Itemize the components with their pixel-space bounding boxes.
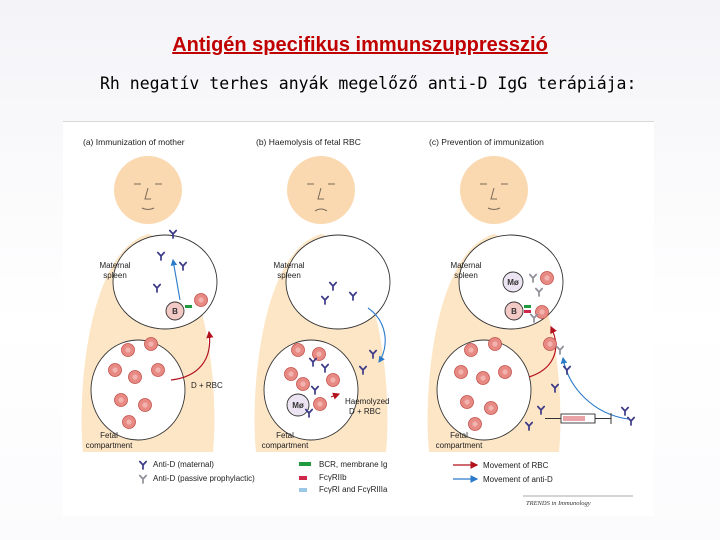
red-blood-cell (468, 417, 482, 431)
panel-a-face (134, 183, 162, 210)
panel-b-spleen-label-line1: Maternal (273, 261, 304, 270)
panel-c-spleen-label-line1: Maternal (450, 261, 481, 270)
panel-b-fetal-compartment (263, 339, 359, 441)
panel-b-head (287, 156, 355, 224)
legend-fcgr1-fcgr3a: FcγRI and FcγRIIIa (319, 485, 388, 494)
red-blood-cell (108, 363, 122, 377)
panel-c-head (460, 156, 528, 224)
legend-anti-d-passive: Anti-D (passive prophylactic) (153, 474, 255, 483)
panel-a-fetal-label-line2: compartment (86, 441, 133, 450)
passive-antibody (626, 416, 636, 426)
panel-b-spleen (285, 234, 391, 330)
bcr-marker (524, 305, 531, 308)
panel-b-heading: (b) Haemolysis of fetal RBC (256, 137, 361, 147)
red-blood-cell (284, 367, 298, 381)
legend-movement-rbc: Movement of RBC (483, 461, 549, 470)
panel-a-heading: (a) Immunization of mother (83, 137, 185, 147)
panel-b-rbc-arrow (330, 392, 341, 400)
panel-c-fetal-compartment (436, 339, 532, 441)
fcgr2b-marker (524, 310, 531, 313)
red-blood-cell (498, 365, 512, 379)
panel-b-flow-label-line1: Haemolyzed (345, 397, 389, 406)
figure-credit: TRENDS in Immunology (526, 500, 591, 507)
slide-title: Antigén specifikus immunszuppresszió (172, 34, 548, 56)
red-blood-cell (540, 271, 554, 285)
panel-b-macrophage-label: Mø (292, 401, 304, 410)
panel-a-head (114, 156, 182, 224)
panel-c: Maternal spleen Fetal compartment Mø B (427, 156, 636, 452)
legend-passive-antibody-icon (138, 474, 148, 484)
red-blood-cell (144, 337, 158, 351)
red-blood-cell (151, 363, 165, 377)
panel-c-b-cell-label: B (511, 307, 517, 316)
panel-b-flow-label-line2: D + RBC (349, 407, 381, 416)
panel-a-b-cell (165, 301, 185, 321)
panel-c-heading: (c) Prevention of immunization (429, 137, 544, 147)
panel-c-spleen-label-line2: spleen (454, 271, 478, 280)
panel-c-macrophage (502, 271, 524, 293)
panel-a: Maternal spleen Fetal compartment B D + … (81, 156, 223, 452)
bcr-marker (185, 305, 192, 308)
figure-canvas: (a) Immunization of mother (b) Haemolysi… (81, 137, 636, 507)
red-blood-cell (312, 347, 326, 361)
red-blood-cell (121, 343, 135, 357)
legend-fcgr1-swatch (299, 488, 307, 492)
panel-b-macrophage (286, 393, 310, 417)
panel-c-fetal-label-line1: Fetal (450, 431, 468, 440)
red-blood-cell (194, 293, 208, 307)
panel-c-b-cell (504, 301, 524, 321)
panel-a-fetal-compartment (90, 339, 186, 441)
red-blood-cell (484, 401, 498, 415)
legend-fcgr2b-swatch (299, 476, 307, 480)
panel-a-b-cell-label: B (172, 307, 178, 316)
red-blood-cell (296, 377, 310, 391)
passive-antibody (620, 406, 630, 416)
panel-a-antid-arrow (170, 258, 181, 301)
panel-c-antid-arrow (560, 356, 629, 420)
red-blood-cell (291, 343, 305, 357)
red-blood-cell (128, 370, 142, 384)
legend-anti-d-maternal: Anti-D (maternal) (153, 460, 214, 469)
panel-a-fetal-label-line1: Fetal (100, 431, 118, 440)
legend-maternal-antibody-icon (138, 460, 148, 470)
syringe-icon (545, 413, 612, 424)
panel-b-fetal-label-line1: Fetal (276, 431, 294, 440)
legend-bcr: BCR, membrane Ig (319, 460, 387, 469)
legend-movement-anti-d: Movement of anti-D (483, 475, 553, 484)
panel-b-face (307, 183, 335, 212)
red-blood-cell (535, 305, 549, 319)
passive-antibody (562, 365, 572, 375)
red-blood-cell (138, 398, 152, 412)
immunology-figure: (a) Immunization of mother (b) Haemolysi… (63, 121, 654, 516)
panel-b-fetal-label-line2: compartment (262, 441, 309, 450)
panel-c-face (480, 183, 508, 210)
red-blood-cell (313, 397, 327, 411)
panel-c-fetal-label-line2: compartment (436, 441, 483, 450)
panel-b: Maternal spleen Fetal compartment Mø Hae… (254, 156, 391, 452)
red-blood-cell (460, 395, 474, 409)
passive-antibody (555, 345, 565, 355)
panel-a-spleen-label-line1: Maternal (99, 261, 130, 270)
legend: Anti-D (maternal) Anti-D (passive prophy… (138, 460, 633, 507)
panel-a-rbc-arrow (170, 330, 214, 381)
panel-a-spleen (112, 234, 218, 330)
panel-c-macrophage-label: Mø (507, 278, 519, 287)
red-blood-cell (122, 415, 136, 429)
panel-a-spleen-label-line2: spleen (103, 271, 127, 280)
panel-b-antid-arrow (367, 307, 386, 363)
red-blood-cell (326, 373, 340, 387)
red-blood-cell (114, 393, 128, 407)
red-blood-cell (488, 337, 502, 351)
slide-subtitle: Rh negatív terhes anyák megelőző anti-D … (100, 74, 637, 93)
legend-fcgr2b: FcγRIIb (319, 473, 347, 482)
red-blood-cell (476, 371, 490, 385)
legend-bcr-swatch (299, 462, 311, 466)
panel-b-spleen-label-line2: spleen (277, 271, 301, 280)
red-blood-cell (543, 337, 557, 351)
panel-c-rbc-arrow (528, 325, 557, 378)
panel-a-flow-label: D + RBC (191, 381, 223, 390)
red-blood-cell (464, 343, 478, 357)
red-blood-cell (454, 365, 468, 379)
